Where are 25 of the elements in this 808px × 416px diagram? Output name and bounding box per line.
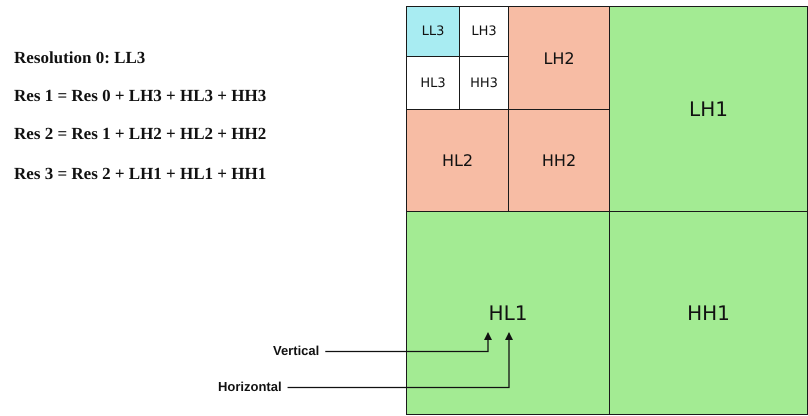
direction-label: Vertical: [273, 343, 320, 358]
subband-square: [609, 6, 808, 212]
subband-label: LL3: [422, 24, 444, 39]
subband-label: HH3: [470, 76, 498, 90]
arrow: [288, 332, 513, 388]
subband-label: LH1: [689, 97, 728, 121]
subband-label: HH1: [687, 301, 730, 325]
subband-label: HL1: [488, 301, 528, 325]
subband-label: LH3: [471, 24, 497, 39]
formula-text: Res 1 = Res 0 + LH3 + HL3 + HH3: [14, 86, 266, 106]
subband-square: [508, 6, 610, 110]
subband-label: LH2: [543, 48, 575, 68]
subband-square: [609, 211, 808, 415]
subband-square: [406, 6, 460, 57]
formula-text: Resolution 0: LL3: [14, 48, 146, 68]
subband-square: [406, 109, 509, 212]
subband-square: [406, 211, 610, 415]
subband-label: HL3: [420, 76, 446, 90]
formula-text: Res 3 = Res 2 + LH1 + HL1 + HH1: [14, 164, 266, 184]
arrow: [325, 332, 492, 352]
direction-label: Horizontal: [218, 379, 282, 394]
subband-label: HL2: [442, 151, 474, 170]
subband-square: [508, 109, 610, 212]
formula-text: Res 2 = Res 1 + LH2 + HL2 + HH2: [14, 124, 266, 144]
subband-label: HH2: [542, 151, 576, 170]
